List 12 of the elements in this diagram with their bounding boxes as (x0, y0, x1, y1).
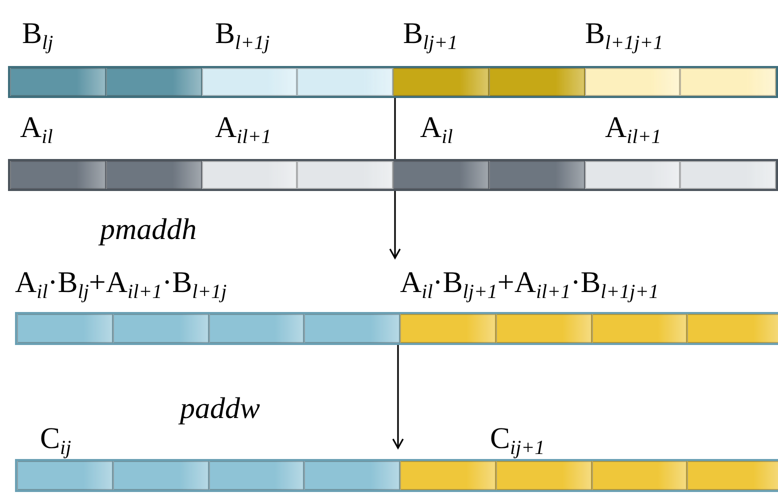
arrow (392, 345, 404, 449)
register-label: A$_{il}$ (20, 112, 53, 144)
register-bar (15, 459, 778, 492)
arrow (389, 191, 401, 259)
register-label: A$_{il+1}$ (215, 112, 272, 144)
register-label: A$_{il}$ (420, 112, 453, 144)
register-bar (8, 159, 778, 191)
register-bar (8, 66, 778, 98)
register-label: A$_{il+1}$ (605, 112, 662, 144)
register-bar (15, 312, 778, 345)
instruction-label: paddw (180, 393, 260, 425)
instruction-label: pmaddh (100, 214, 197, 246)
